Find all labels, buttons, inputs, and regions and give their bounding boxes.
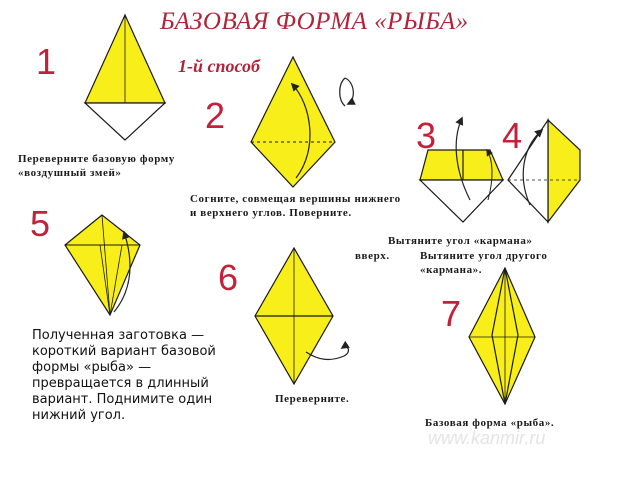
step4-pull-arrow-icon: [522, 128, 544, 206]
step-number-5: 5: [30, 203, 51, 244]
step6-diamond-shape: [254, 246, 334, 386]
step5-lift-arrow-icon: [113, 230, 131, 313]
step1-caption: Переверните базовую форму «воздушный зме…: [18, 153, 175, 179]
step-number-4: 4: [502, 115, 523, 156]
step-number-2: 2: [205, 95, 226, 136]
step3-caption-line1: Вытяните угол «кармана»: [388, 235, 533, 247]
step2-rotate-icon: [339, 77, 354, 106]
diagram-title: БАЗОВАЯ ФОРМА «РЫБА»: [160, 8, 469, 35]
step-number-1: 1: [36, 41, 57, 82]
step3-pull-arrow-icon: [455, 116, 471, 201]
step6-caption: Переверните.: [275, 393, 350, 405]
watermark-text: www.kanmir.ru: [428, 428, 546, 448]
step6-turn-over-icon: [305, 340, 350, 361]
step5-caption: Полученная заготовка — короткий вариант …: [32, 328, 216, 423]
diagram-subtitle: 1-й способ: [178, 56, 261, 76]
step-number-6: 6: [218, 257, 239, 298]
step2-kite-shape: [250, 55, 336, 188]
step2-fold-arrow-icon: [290, 82, 311, 179]
step-number-7: 7: [441, 293, 462, 334]
step3-pull-arrow-2-icon: [486, 148, 493, 201]
step4-caption: Вытяните угол другого «кармана».: [420, 250, 548, 276]
step4-pocket-shape: [507, 118, 581, 224]
step7-caption: Базовая форма «рыба».: [425, 417, 555, 429]
step7-fish-base-shape: [468, 266, 536, 406]
step1-kite-shape: [83, 13, 167, 141]
step-number-3: 3: [416, 115, 437, 156]
step3-caption-line2: вверх.: [355, 250, 390, 262]
step3-pocket-shape: [418, 149, 505, 223]
step2-caption: Согните, совмещая вершины нижнего и верх…: [190, 193, 401, 219]
step5-fish-short-shape: [64, 214, 141, 317]
